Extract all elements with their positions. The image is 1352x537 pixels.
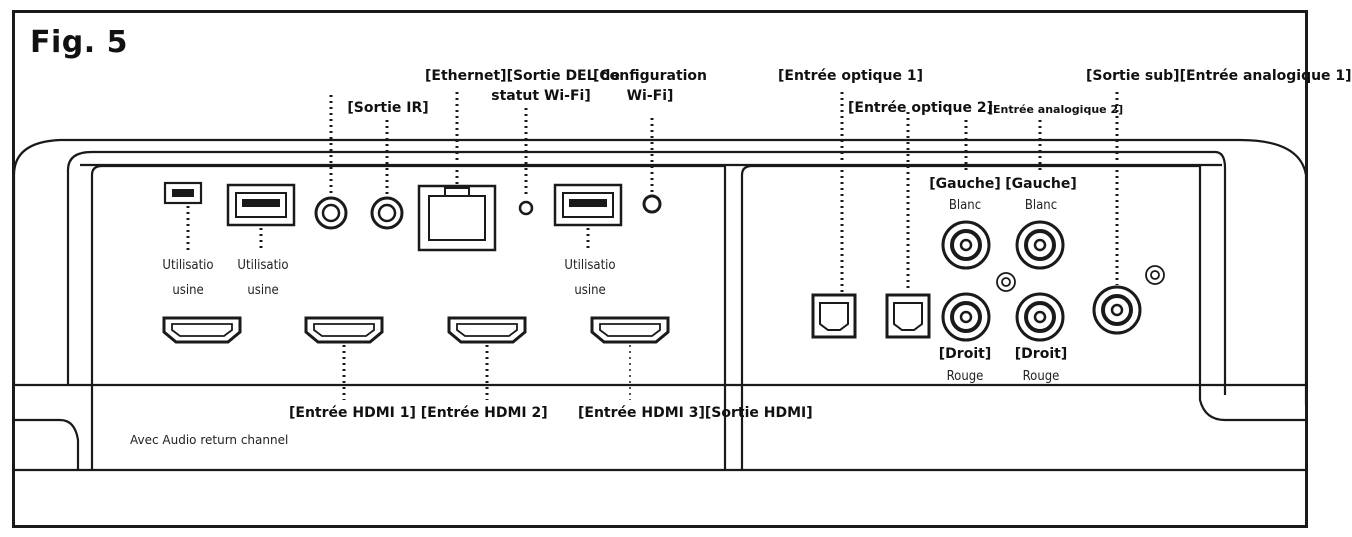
- ir-jack-icon: [370, 196, 404, 230]
- device-outline: [12, 138, 1308, 405]
- label-analogique-2: [Entrée analogique 2]: [988, 103, 1124, 116]
- label-utilisation-1: Utilisatio: [162, 258, 214, 273]
- label-optique-1: [Entrée optique 1]: [778, 68, 924, 84]
- rca-jack-icon-right-red-1: [941, 292, 991, 342]
- label-ethernet: [Ethernet][Sortie DEL de: [425, 68, 620, 84]
- device-outline-inner: [66, 150, 1227, 395]
- label-usine-2: usine: [247, 283, 279, 298]
- label-gauche-1: [Gauche]: [929, 176, 1001, 192]
- label-blanc-2: Blanc: [1024, 198, 1058, 213]
- optical-port-icon-1: [811, 293, 857, 339]
- screw-icon-1: [996, 272, 1016, 292]
- label-sortie-sub: [Sortie sub][Entrée analogique 1]: [1086, 68, 1352, 84]
- label-config-wifi-1: [Configuration: [592, 68, 708, 84]
- label-droit-2: [Droit]: [1014, 346, 1068, 362]
- rca-jack-icon-left-white-1: [941, 220, 991, 270]
- label-optique-2: [Entrée optique 2]: [848, 100, 994, 116]
- label-statut-wifi: statut Wi-Fi]: [491, 88, 591, 104]
- optical-port-icon-2: [885, 293, 931, 339]
- left-module: [90, 164, 727, 470]
- hdmi-port-icon-3: [447, 316, 527, 344]
- label-rouge-1: Rouge: [946, 369, 984, 384]
- label-utilisation-2: Utilisatio: [237, 258, 289, 273]
- usb-port-icon-2: [553, 183, 623, 227]
- leader-lines: [186, 92, 1119, 400]
- label-hdmi-1-2: [Entrée HDMI 1] [Entrée HDMI 2]: [289, 405, 548, 421]
- rca-jack-icon-right-red-2: [1015, 292, 1065, 342]
- left-foot: [14, 418, 80, 470]
- rca-jack-icon-left-white-2: [1015, 220, 1065, 270]
- label-usine-3: usine: [574, 283, 606, 298]
- label-blanc-1: Blanc: [948, 198, 982, 213]
- label-rouge-2: Rouge: [1022, 369, 1060, 384]
- jack-icon-1: [314, 196, 348, 230]
- figure-title: Fig. 5: [30, 25, 128, 60]
- hdmi-port-icon-4: [590, 316, 670, 344]
- ethernet-port-icon: [417, 184, 497, 252]
- sub-out-jack-icon: [1092, 285, 1142, 335]
- hdmi-port-icon-2: [304, 316, 384, 344]
- label-sortie-ir: [Sortie IR]: [347, 100, 429, 116]
- label-utilisation-3: Utilisatio: [564, 258, 616, 273]
- figure-frame: [12, 10, 1308, 528]
- hdmi-port-icon-1: [162, 316, 242, 344]
- usb-port-icon-1: [226, 183, 296, 227]
- wifi-config-button-icon: [642, 194, 662, 214]
- service-port-icon: [163, 181, 203, 205]
- label-droit-1: [Droit]: [938, 346, 992, 362]
- label-arc-note: Avec Audio return channel: [130, 433, 289, 447]
- label-usine-1: usine: [172, 283, 204, 298]
- label-hdmi-3-out: [Entrée HDMI 3][Sortie HDMI]: [578, 405, 813, 421]
- wifi-status-led-icon: [518, 200, 534, 216]
- screw-icon-2: [1145, 265, 1165, 285]
- right-module: [740, 164, 1306, 470]
- label-gauche-2: [Gauche]: [1005, 176, 1077, 192]
- label-config-wifi-2: Wi-Fi]: [626, 88, 674, 104]
